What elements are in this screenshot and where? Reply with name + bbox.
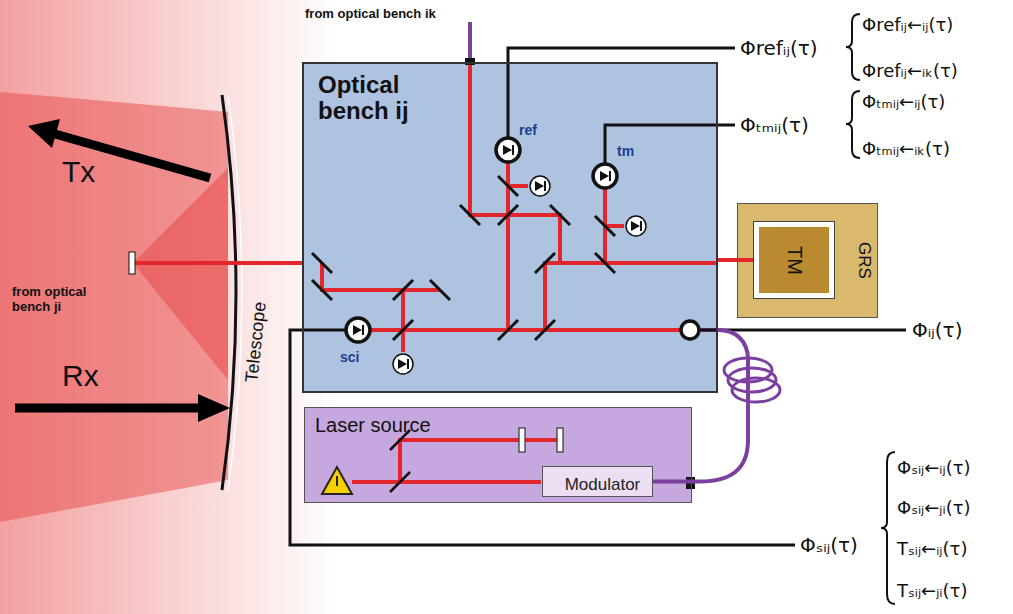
box-title: Laser source: [315, 414, 431, 437]
laser-beam: [718, 258, 754, 262]
photodiode-label: sci: [340, 349, 359, 365]
photodiode-label: tm: [617, 143, 634, 159]
direction-label: Rx: [62, 359, 99, 393]
source-note: from optical bench ik: [305, 6, 436, 21]
optical-bench: Optical bench ij: [302, 62, 718, 393]
signal-name: Φrefᵢⱼ(τ): [740, 36, 818, 60]
photodiode-label: ref: [519, 122, 537, 138]
grs-housing: GRS TM: [737, 203, 878, 318]
signal-name: Φₛᵢⱼ(τ): [800, 533, 858, 557]
signal-name: Φrefᵢⱼ←ᵢⱼ(τ): [862, 14, 953, 35]
box-title: TM: [783, 246, 806, 275]
direction-label: Tx: [62, 155, 95, 189]
signal-name: Φᵢⱼ(τ): [912, 318, 962, 342]
modulator-box: Modulator: [542, 466, 653, 497]
test-mass: TM: [754, 222, 834, 298]
signal-name: Tₛᵢⱼ←ⱼᵢ(τ): [897, 580, 967, 601]
signal-name: Φₛᵢⱼ←ᵢⱼ(τ): [897, 457, 971, 478]
optical-fiber: [653, 330, 748, 482]
signal-name: Φrefᵢⱼ←ᵢₖ(τ): [862, 60, 958, 81]
box-title: GRS: [854, 242, 874, 279]
box-title: Optical bench ij: [318, 72, 458, 125]
signal-name: Φₜₘᵢⱼ←ᵢⱼ(τ): [862, 91, 945, 112]
signal-name: Φₜₘᵢⱼ←ᵢₖ(τ): [862, 138, 950, 159]
box-title: Modulator: [565, 475, 641, 495]
signal-name: Tₛᵢⱼ←ᵢⱼ(τ): [897, 538, 967, 559]
signal-name: Φₛᵢⱼ←ⱼᵢ(τ): [897, 497, 971, 518]
signal-name: Φₜₘᵢⱼ(τ): [740, 113, 809, 137]
source-note: from optical bench ji: [12, 285, 112, 315]
laser-source-box: Laser sourceModulator: [304, 407, 692, 503]
